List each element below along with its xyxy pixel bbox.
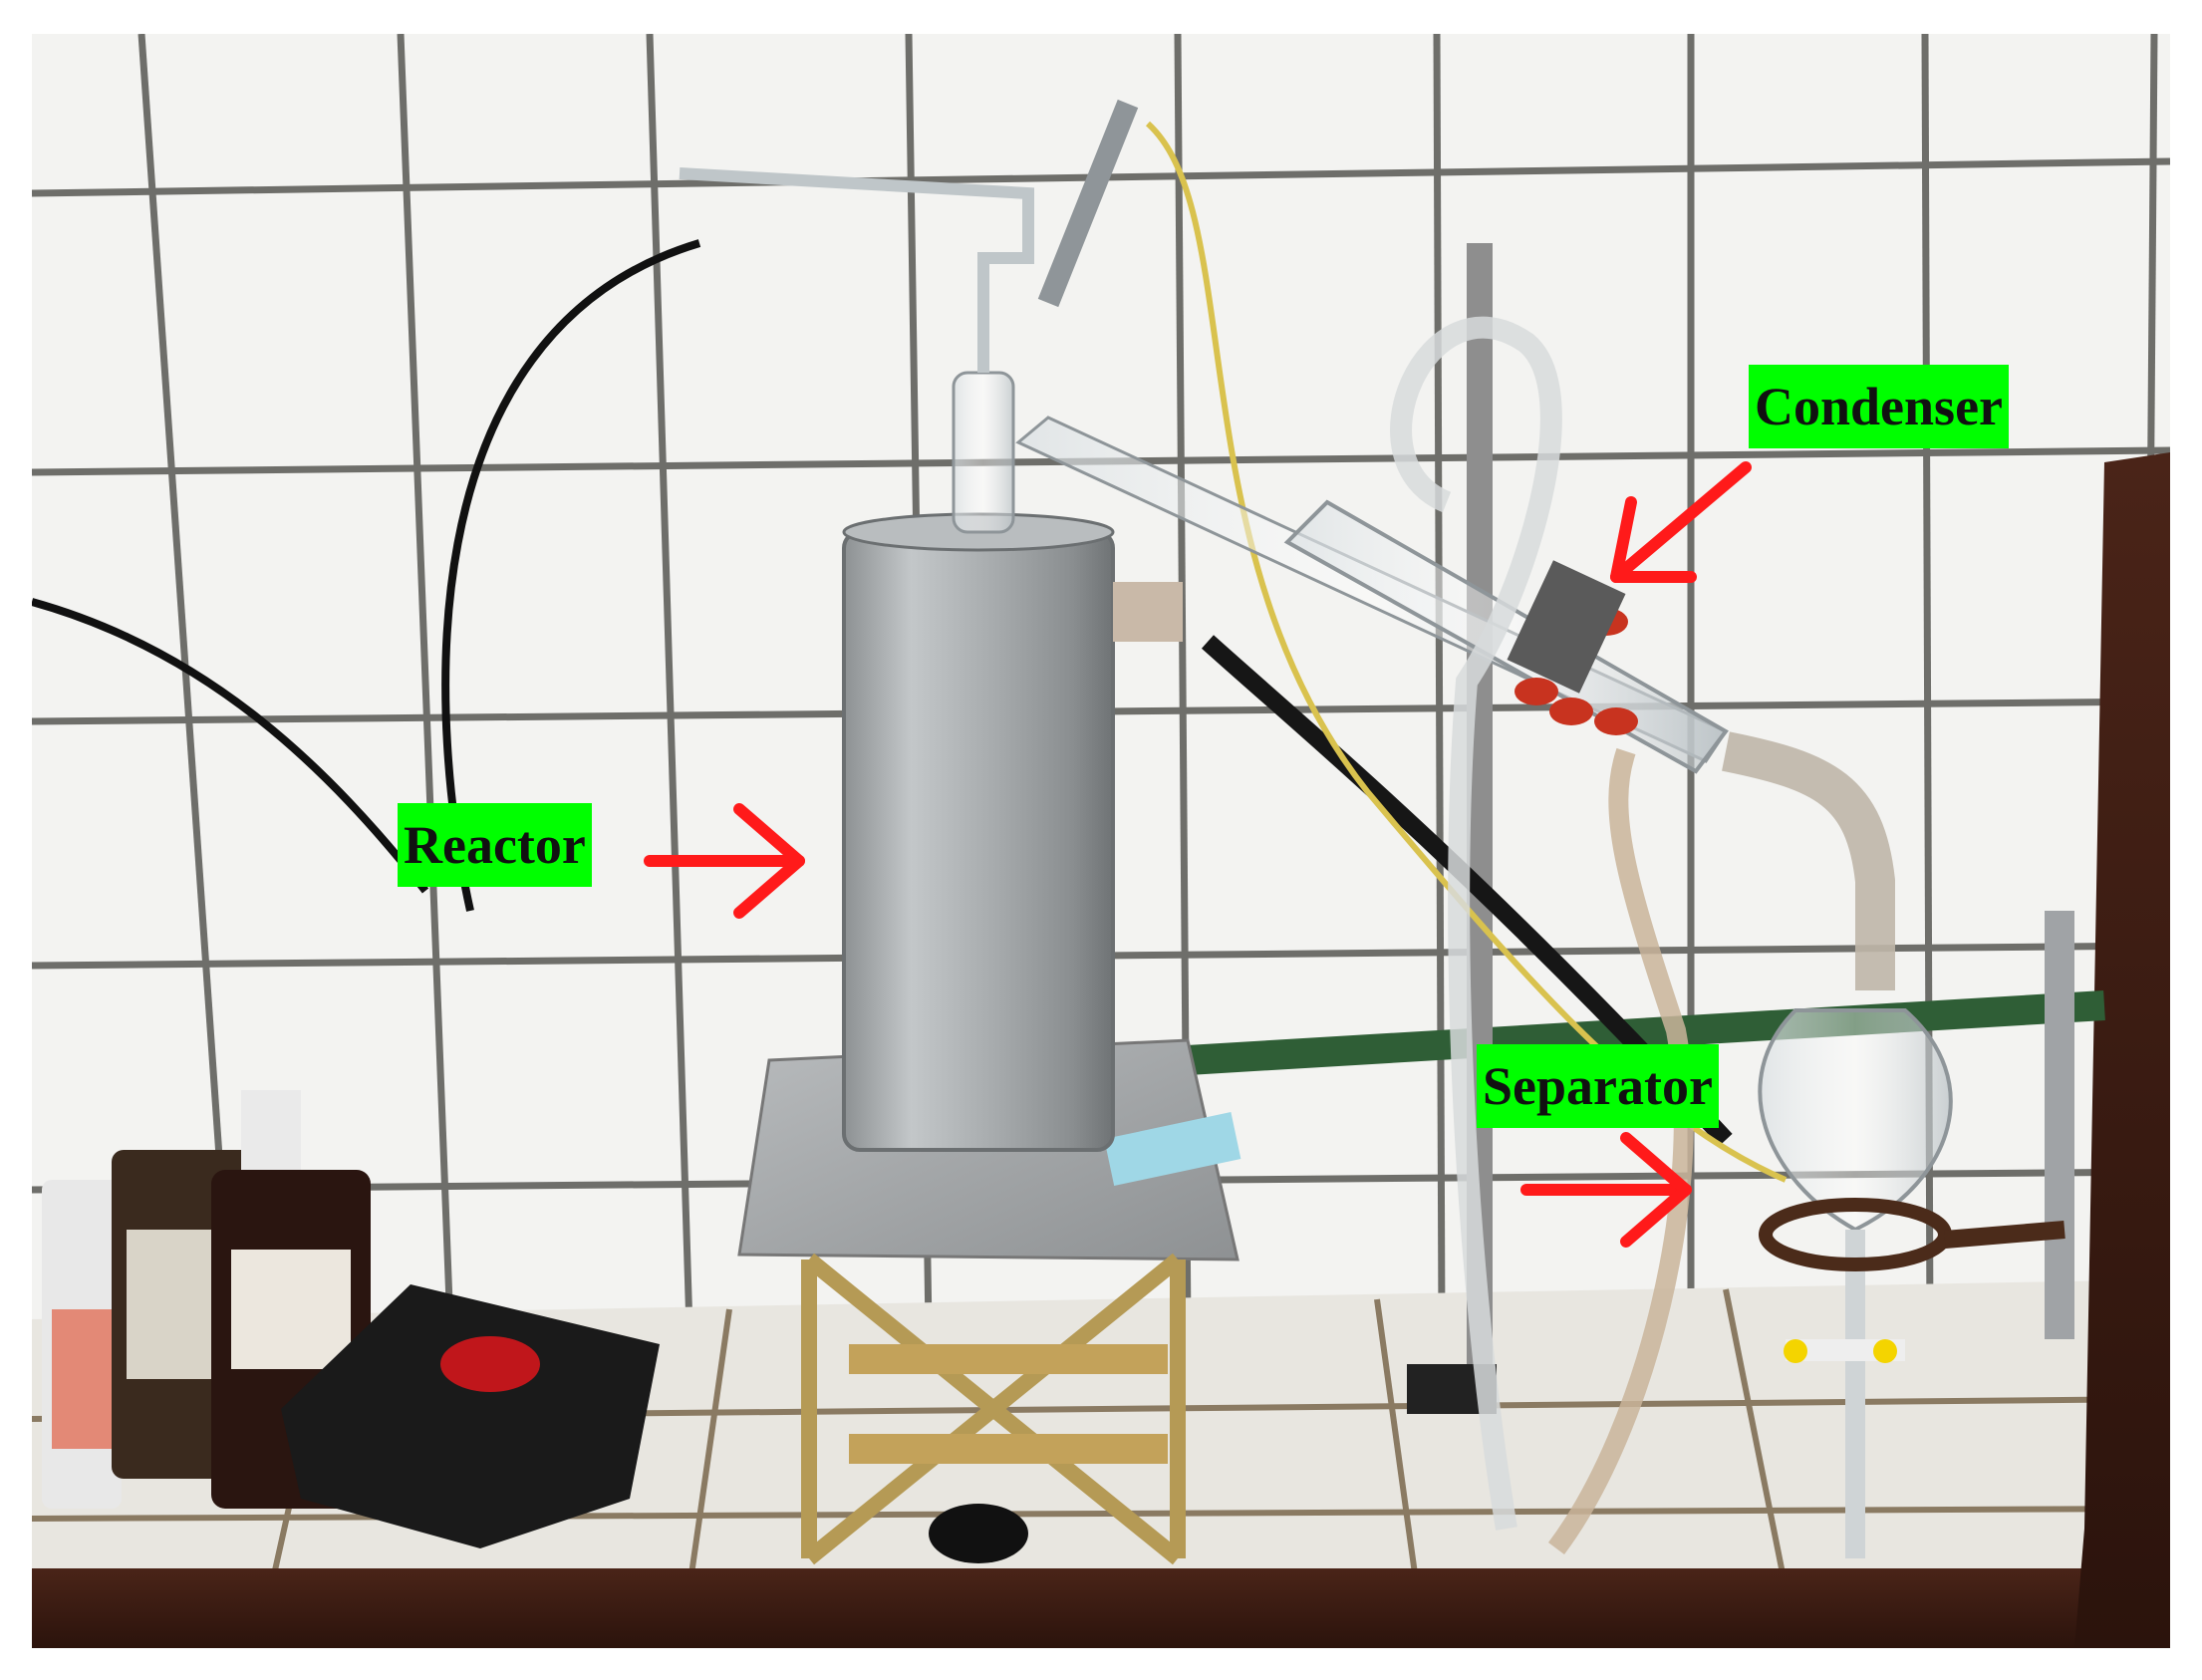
arrow-down-left-icon	[1610, 461, 1752, 583]
blue-sticker	[1104, 1112, 1241, 1187]
condenser-label: Condenser	[1749, 365, 2010, 448]
right-rod	[2045, 911, 2074, 1339]
glass-adapter	[679, 99, 1139, 534]
black-tube	[1201, 635, 1733, 1147]
arrow-right-icon	[644, 803, 805, 919]
green-pipe	[1187, 990, 2105, 1075]
lab-photo	[32, 34, 2170, 1648]
black-box	[281, 1284, 660, 1548]
reactor-label: Reactor	[398, 803, 592, 887]
separatory-funnel	[1722, 731, 2065, 1558]
condenser-glass	[1015, 416, 1729, 774]
wood-frame	[32, 452, 2170, 1648]
clear-tubing	[1390, 316, 1562, 1531]
separator-label: Separator	[1477, 1044, 1719, 1128]
arrow-right-icon	[1520, 1132, 1692, 1248]
